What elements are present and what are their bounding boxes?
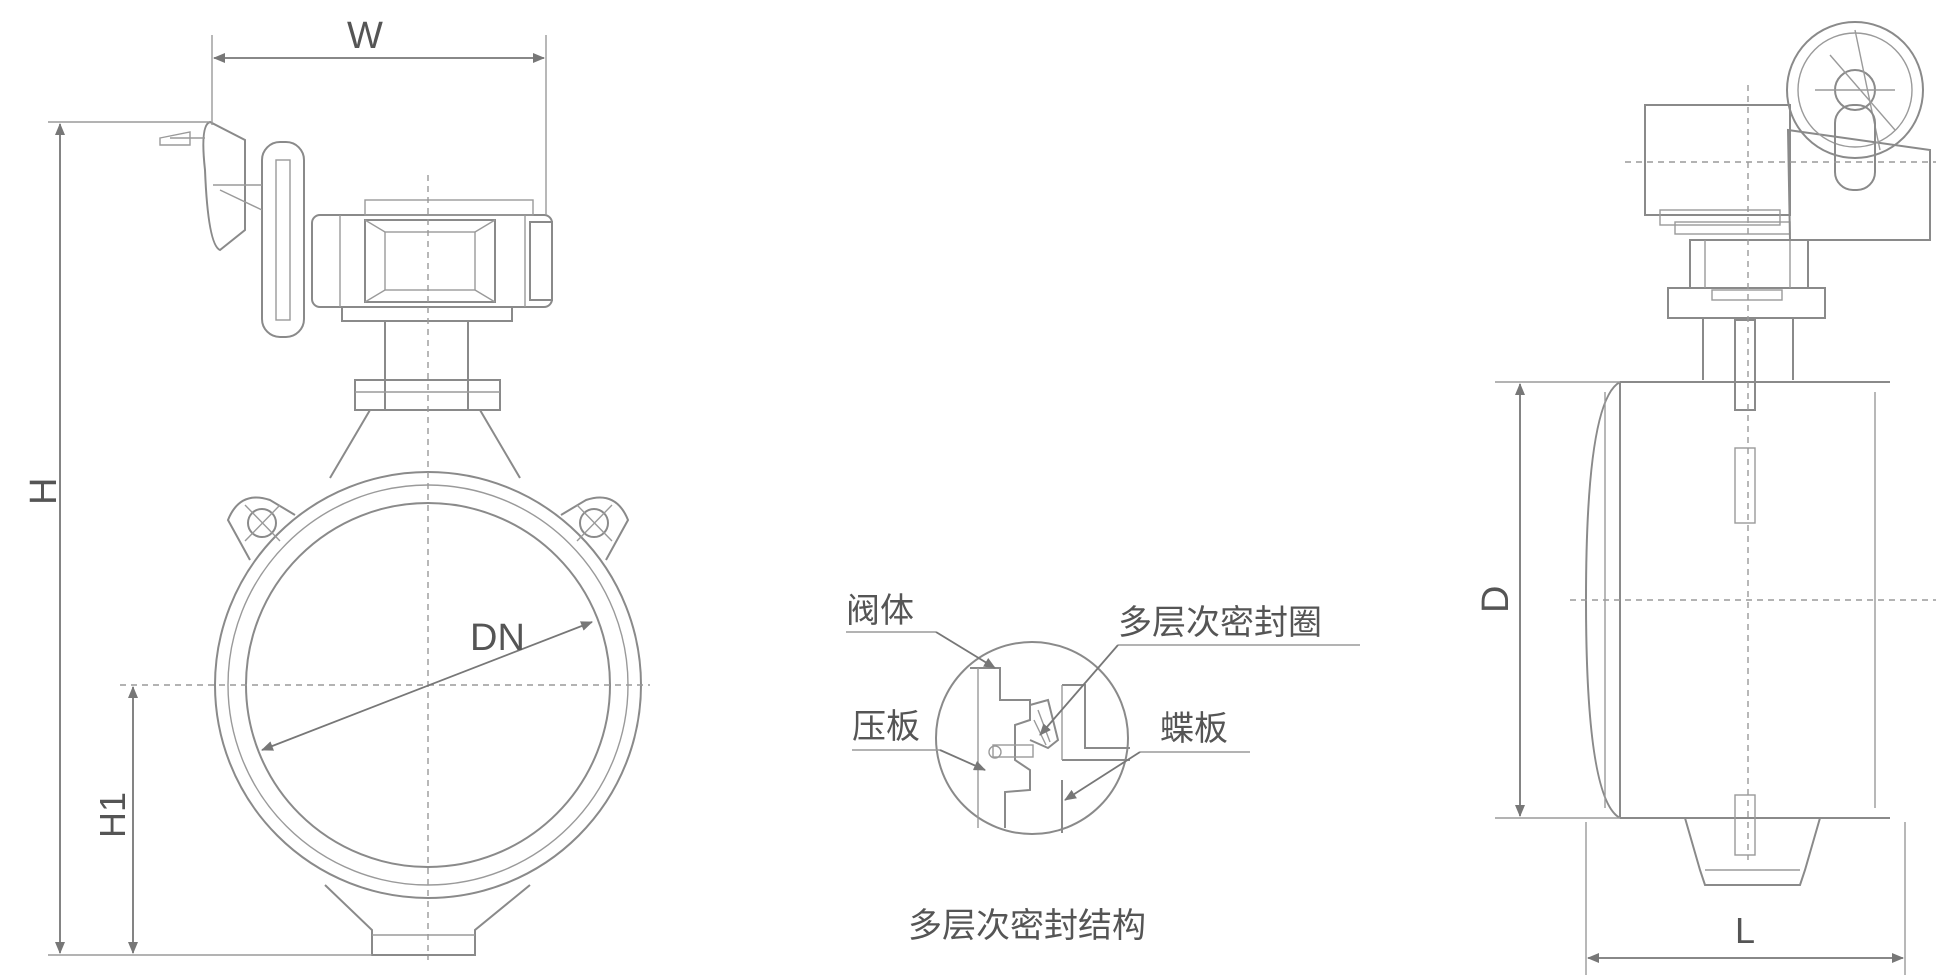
dn-dimension-line (261, 621, 593, 751)
seal-detail: 阀体 多层次密封圈 压板 蝶板 多层次密封结构 (846, 591, 1360, 946)
side-handwheel-icon (1786, 21, 1924, 191)
seal-caption: 多层次密封结构 (908, 906, 1146, 946)
front-view: DN W H H1 (23, 15, 650, 960)
valve-neck (329, 409, 521, 479)
gearbox (311, 214, 553, 308)
dn-label: DN (470, 617, 525, 659)
label-disc: 蝶板 (1160, 709, 1228, 749)
label-seal-ring: 多层次密封圈 (1118, 603, 1322, 643)
w-label: W (347, 15, 383, 57)
left-lug (226, 496, 296, 561)
h-label: H (23, 478, 65, 505)
label-press-plate: 压板 (852, 707, 920, 747)
l-label: L (1735, 910, 1755, 951)
side-view: D L (1475, 21, 1936, 975)
detail-circle (935, 641, 1129, 835)
right-lug (560, 496, 630, 561)
handwheel-icon (159, 120, 305, 338)
d-label: D (1475, 586, 1517, 613)
bottom-foot (324, 884, 531, 956)
h1-label: H1 (92, 792, 133, 838)
label-body: 阀体 (846, 591, 914, 631)
